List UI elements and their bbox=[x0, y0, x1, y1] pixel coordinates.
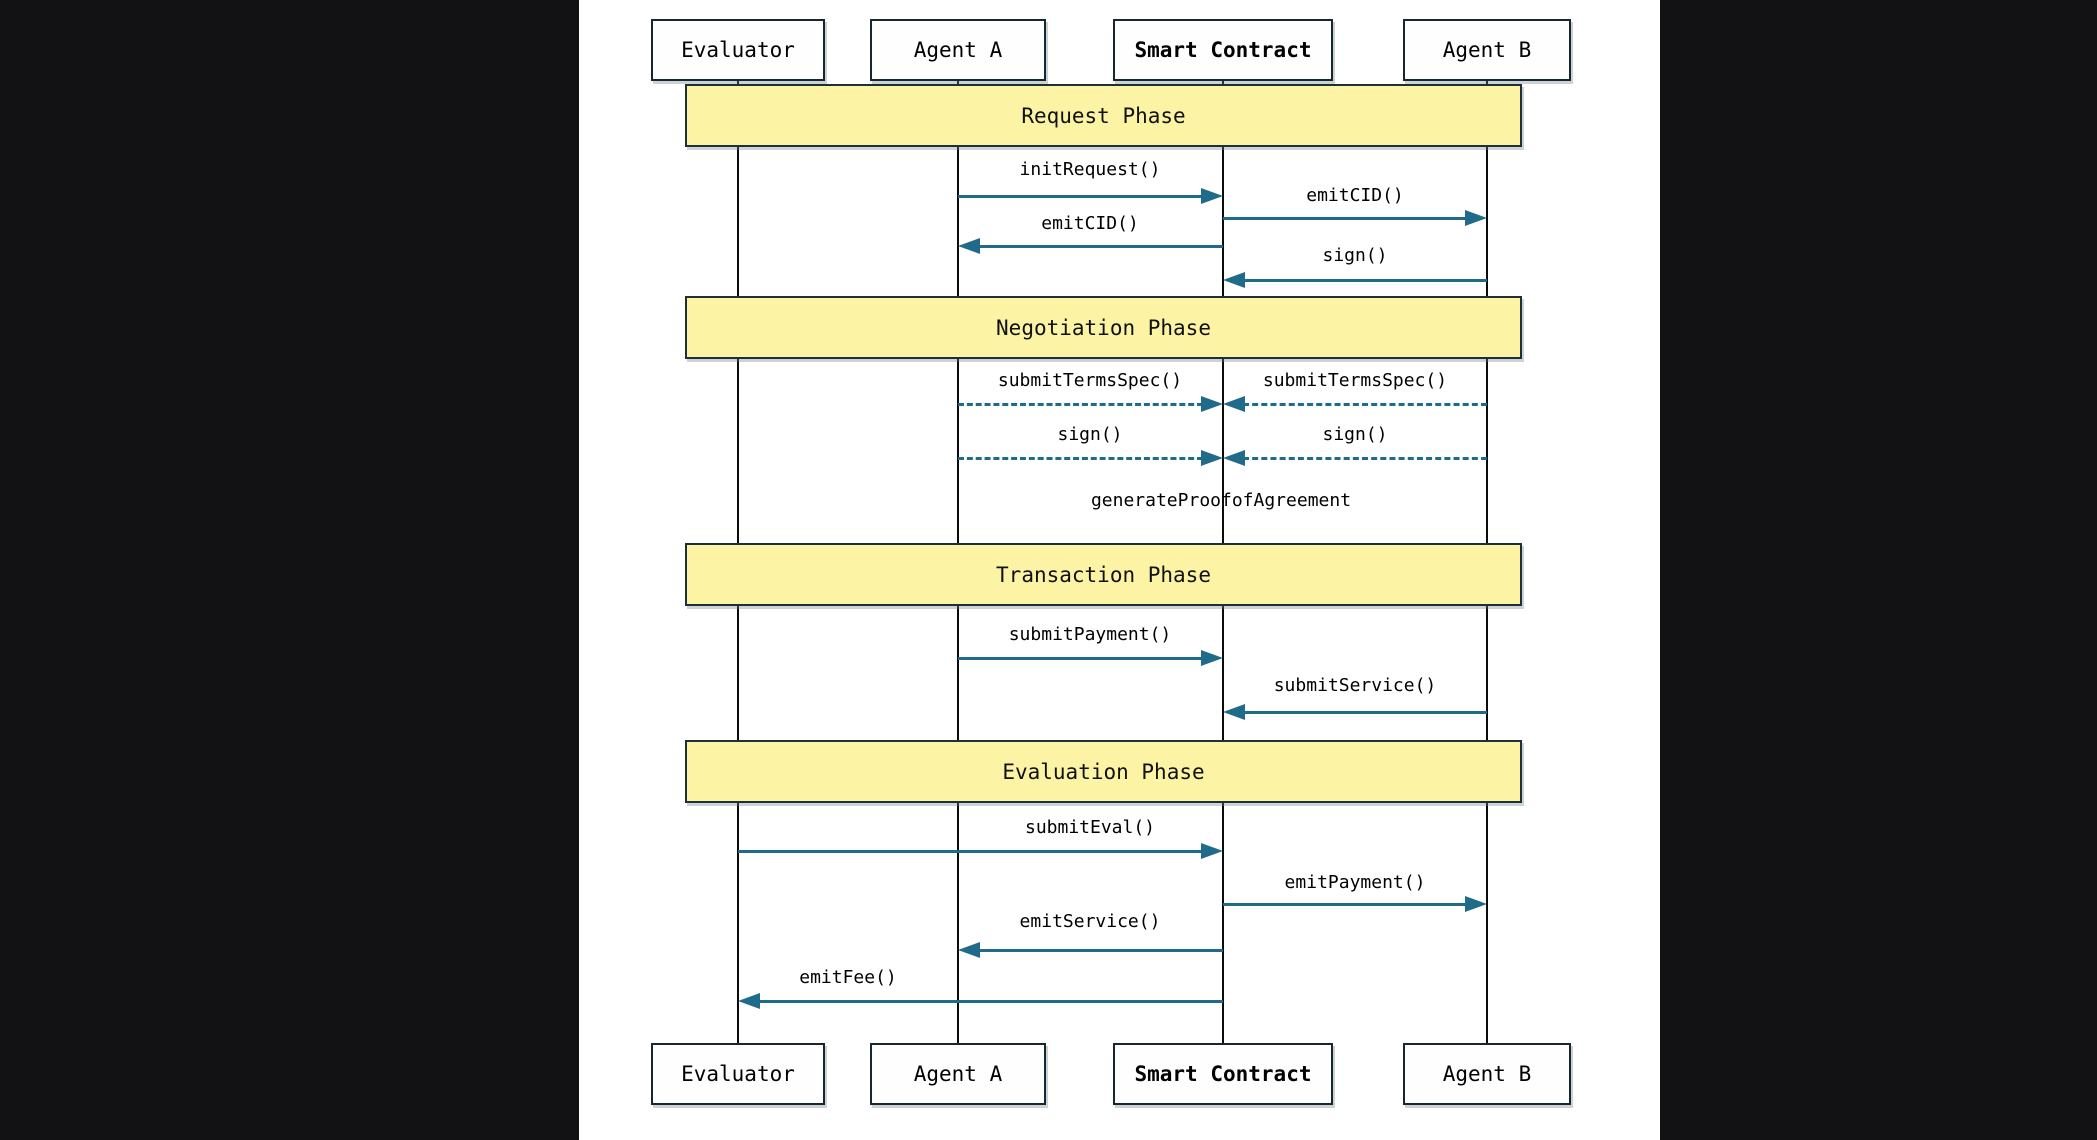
message-arrow-submitService-10 bbox=[1223, 704, 1487, 720]
participant-label: Smart Contract bbox=[1134, 1062, 1312, 1086]
message-label: emitCID() bbox=[1041, 213, 1139, 234]
phase-band-label: Evaluation Phase bbox=[1002, 759, 1205, 784]
arrow-shaft bbox=[958, 456, 1203, 460]
message-arrow-emitPayment-12 bbox=[1223, 896, 1487, 912]
message-arrow-emitCID-1 bbox=[1223, 210, 1487, 226]
participant-box-agent_b-bottom: Agent B bbox=[1403, 1043, 1571, 1105]
message-label: sign() bbox=[1057, 424, 1123, 445]
arrow-shaft bbox=[1243, 456, 1487, 460]
message-label: submitService() bbox=[1273, 675, 1437, 696]
participant-box-evaluator-bottom: Evaluator bbox=[651, 1043, 825, 1105]
arrow-shaft bbox=[758, 999, 1223, 1003]
arrowhead-right-icon bbox=[1201, 188, 1223, 204]
participant-label: Agent A bbox=[913, 38, 1003, 62]
arrowhead-left-icon bbox=[1223, 396, 1245, 412]
arrow-shaft bbox=[1223, 902, 1467, 906]
message-label: emitService() bbox=[1019, 911, 1161, 932]
message-label: emitCID() bbox=[1306, 185, 1404, 206]
phase-band-label: Negotiation Phase bbox=[996, 315, 1211, 340]
arrow-shaft bbox=[978, 948, 1223, 952]
phase-band-2: Transaction Phase bbox=[685, 543, 1522, 606]
message-arrow-emitFee-14 bbox=[738, 993, 1223, 1009]
participant-label: Evaluator bbox=[681, 1062, 795, 1086]
message-arrow-submitTermsSpec-5 bbox=[1223, 396, 1487, 412]
message-label: emitPayment() bbox=[1284, 872, 1426, 893]
arrow-shaft bbox=[1243, 278, 1487, 282]
arrowhead-right-icon bbox=[1465, 896, 1487, 912]
message-arrow-submitTermsSpec-4 bbox=[958, 396, 1223, 412]
participant-box-smart_contract-bottom: Smart Contract bbox=[1113, 1043, 1333, 1105]
arrowhead-right-icon bbox=[1201, 843, 1223, 859]
participant-label: Agent B bbox=[1442, 38, 1532, 62]
message-label: submitTermsSpec() bbox=[1262, 370, 1448, 391]
arrow-shaft bbox=[958, 656, 1203, 660]
participant-box-agent_b-top: Agent B bbox=[1403, 19, 1571, 81]
arrowhead-left-icon bbox=[738, 993, 760, 1009]
message-arrow-sign-7 bbox=[1223, 450, 1487, 466]
arrowhead-left-icon bbox=[1223, 272, 1245, 288]
message-arrow-initRequest-0 bbox=[958, 188, 1223, 204]
message-label: emitFee() bbox=[799, 967, 897, 988]
participant-label: Smart Contract bbox=[1134, 38, 1312, 62]
message-label: generateProofofAgreement bbox=[1090, 490, 1352, 511]
arrow-shaft bbox=[958, 402, 1203, 406]
arrowhead-right-icon bbox=[1201, 650, 1223, 666]
arrowhead-left-icon bbox=[1223, 450, 1245, 466]
participant-box-evaluator-top: Evaluator bbox=[651, 19, 825, 81]
message-label: sign() bbox=[1322, 424, 1388, 445]
message-arrow-sign-6 bbox=[958, 450, 1223, 466]
arrowhead-left-icon bbox=[958, 942, 980, 958]
arrow-shaft bbox=[1243, 710, 1487, 714]
phase-band-0: Request Phase bbox=[685, 84, 1522, 147]
arrowhead-left-icon bbox=[1223, 704, 1245, 720]
participant-label: Agent A bbox=[913, 1062, 1003, 1086]
message-label: submitEval() bbox=[1024, 817, 1156, 838]
arrowhead-left-icon bbox=[958, 238, 980, 254]
arrow-shaft bbox=[958, 194, 1203, 198]
participant-box-agent_a-top: Agent A bbox=[870, 19, 1046, 81]
message-label: sign() bbox=[1322, 245, 1388, 266]
message-label: initRequest() bbox=[1019, 159, 1161, 180]
message-label: submitTermsSpec() bbox=[997, 370, 1183, 391]
phase-band-label: Request Phase bbox=[1021, 103, 1186, 128]
arrow-shaft bbox=[738, 849, 1203, 853]
participant-label: Agent B bbox=[1442, 1062, 1532, 1086]
arrowhead-right-icon bbox=[1201, 396, 1223, 412]
message-arrow-emitCID-2 bbox=[958, 238, 1223, 254]
message-arrow-sign-3 bbox=[1223, 272, 1487, 288]
participant-box-smart_contract-top: Smart Contract bbox=[1113, 19, 1333, 81]
message-label: submitPayment() bbox=[1008, 624, 1172, 645]
message-arrow-submitPayment-9 bbox=[958, 650, 1223, 666]
arrow-shaft bbox=[1223, 216, 1467, 220]
phase-band-3: Evaluation Phase bbox=[685, 740, 1522, 803]
participant-box-agent_a-bottom: Agent A bbox=[870, 1043, 1046, 1105]
arrow-shaft bbox=[1243, 402, 1487, 406]
arrow-shaft bbox=[978, 244, 1223, 248]
arrowhead-right-icon bbox=[1201, 450, 1223, 466]
message-arrow-emitService-13 bbox=[958, 942, 1223, 958]
message-arrow-submitEval-11 bbox=[738, 843, 1223, 859]
arrowhead-right-icon bbox=[1465, 210, 1487, 226]
phase-band-1: Negotiation Phase bbox=[685, 296, 1522, 359]
participant-label: Evaluator bbox=[681, 38, 795, 62]
phase-band-label: Transaction Phase bbox=[996, 562, 1211, 587]
